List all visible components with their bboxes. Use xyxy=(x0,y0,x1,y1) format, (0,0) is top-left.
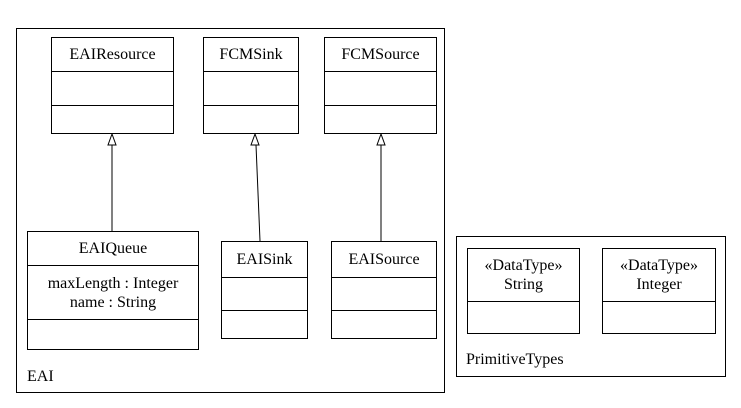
class-name: EAIQueue xyxy=(78,240,148,257)
class-eai-sink[interactable]: EAISink xyxy=(221,241,308,339)
datatype-string[interactable]: «DataType» String xyxy=(467,248,580,334)
class-name: String xyxy=(503,276,544,293)
eai-package-label: EAI xyxy=(27,368,54,385)
attributes-compartment xyxy=(52,72,173,106)
class-name-compartment: FCMSink xyxy=(204,38,298,72)
attributes-compartment: maxLength : Integer name : String xyxy=(28,266,198,320)
generalization-arrowhead-eairesource xyxy=(107,132,117,146)
generalization-arrowhead-fcmsource xyxy=(376,132,386,146)
class-name: EAISource xyxy=(348,251,420,268)
generalization-arrowhead-fcmsink xyxy=(250,132,260,146)
primitive-types-package-label: PrimitiveTypes xyxy=(466,351,564,368)
attributes-compartment xyxy=(222,278,307,311)
operations-compartment xyxy=(325,106,436,133)
primitive-types-package xyxy=(456,236,726,377)
operations-compartment xyxy=(204,106,298,133)
class-name-compartment: «DataType» String xyxy=(468,249,579,302)
class-name-compartment: EAIResource xyxy=(52,38,173,72)
class-name-compartment: «DataType» Integer xyxy=(603,249,715,302)
class-eai-resource[interactable]: EAIResource xyxy=(51,37,174,134)
class-name: EAISink xyxy=(236,251,293,268)
class-fcm-sink[interactable]: FCMSink xyxy=(203,37,299,134)
generalization-line-eaisink-fcmsink xyxy=(255,144,261,242)
stereotype: «DataType» xyxy=(620,257,698,274)
class-name-compartment: EAISource xyxy=(332,242,436,278)
eai-package xyxy=(16,28,445,393)
operations-compartment xyxy=(222,311,307,338)
class-name-compartment: EAIQueue xyxy=(28,232,198,266)
class-eai-queue[interactable]: EAIQueue maxLength : Integer name : Stri… xyxy=(27,231,199,350)
attributes-compartment xyxy=(204,72,298,106)
class-name: Integer xyxy=(636,276,682,293)
class-name-compartment: FCMSource xyxy=(325,38,436,72)
attributes-compartment xyxy=(332,278,436,311)
class-eai-source[interactable]: EAISource xyxy=(331,241,437,339)
attribute-max-length: maxLength : Integer xyxy=(47,274,179,292)
operations-compartment xyxy=(332,311,436,338)
datatype-integer[interactable]: «DataType» Integer xyxy=(602,248,716,334)
class-name: EAIResource xyxy=(69,46,156,63)
attributes-compartment xyxy=(603,302,715,333)
class-name: FCMSource xyxy=(341,46,420,63)
class-fcm-source[interactable]: FCMSource xyxy=(324,37,437,134)
operations-compartment xyxy=(52,106,173,133)
class-name-compartment: EAISink xyxy=(222,242,307,278)
attributes-compartment xyxy=(325,72,436,106)
class-name: FCMSink xyxy=(219,46,283,63)
attribute-name: name : String xyxy=(69,293,157,311)
stereotype: «DataType» xyxy=(484,257,563,274)
attributes-compartment xyxy=(468,302,579,333)
operations-compartment xyxy=(28,320,198,349)
